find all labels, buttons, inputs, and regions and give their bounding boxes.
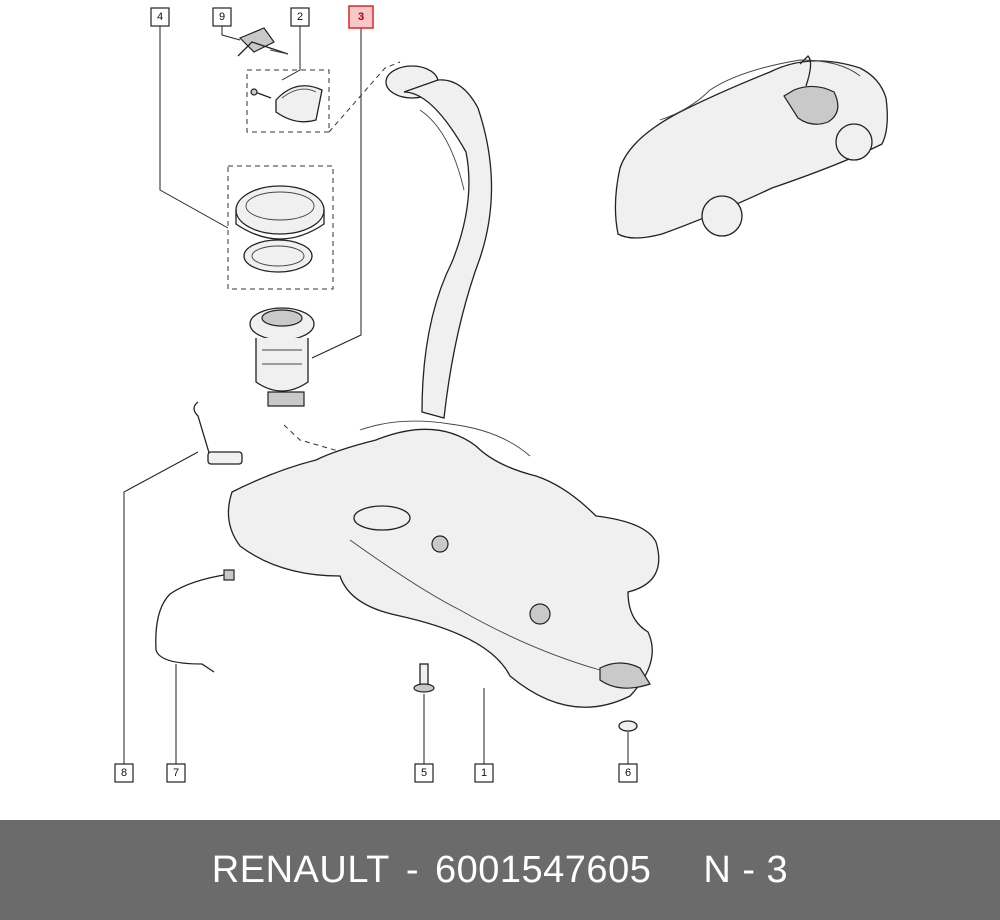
svg-text:8: 8 bbox=[121, 767, 127, 779]
part-filler-pipe bbox=[385, 65, 493, 419]
callout-5[interactable]: 5 bbox=[414, 763, 434, 783]
fuel-tank-exploded-diagram: 4 9 2 3 8 7 5 1 6 bbox=[114, 5, 888, 783]
part-2-cover-plate bbox=[250, 85, 323, 123]
callout-3[interactable]: 3 bbox=[348, 5, 374, 29]
position-label: N - 3 bbox=[703, 848, 789, 891]
footer-separator: - bbox=[405, 848, 419, 891]
callout-1[interactable]: 1 bbox=[474, 763, 494, 783]
callout-4[interactable]: 4 bbox=[150, 7, 170, 27]
svg-text:2: 2 bbox=[297, 11, 303, 23]
svg-text:9: 9 bbox=[219, 11, 225, 23]
callout-7[interactable]: 7 bbox=[166, 763, 186, 783]
callout-9[interactable]: 9 bbox=[212, 7, 232, 27]
footer-bar: RENAULT - 6001547605 N - 3 bbox=[0, 820, 1000, 920]
svg-text:4: 4 bbox=[157, 11, 163, 23]
part-3-fuel-pump-module bbox=[249, 307, 315, 407]
part-number: 6001547605 bbox=[435, 848, 652, 891]
svg-text:1: 1 bbox=[481, 767, 487, 779]
leader-lines bbox=[123, 26, 629, 764]
part-8-level-sensor bbox=[193, 401, 243, 465]
part-1-fuel-tank bbox=[227, 420, 660, 708]
svg-text:5: 5 bbox=[421, 767, 427, 779]
callout-2[interactable]: 2 bbox=[290, 7, 310, 27]
part-7-breather-hose bbox=[155, 569, 235, 673]
part-9-sender-unit bbox=[237, 27, 289, 57]
callout-8[interactable]: 8 bbox=[114, 763, 134, 783]
dashed-group-boxes bbox=[227, 61, 401, 506]
vehicle-location-inset bbox=[614, 55, 888, 239]
part-6-washer bbox=[618, 720, 638, 732]
callout-6[interactable]: 6 bbox=[618, 763, 638, 783]
part-5-bolt bbox=[413, 663, 435, 693]
part-4-lock-ring-seal bbox=[235, 185, 325, 273]
svg-text:6: 6 bbox=[625, 767, 631, 779]
brand-name: RENAULT bbox=[211, 848, 390, 891]
svg-text:7: 7 bbox=[173, 767, 179, 779]
svg-text:3: 3 bbox=[358, 11, 364, 23]
